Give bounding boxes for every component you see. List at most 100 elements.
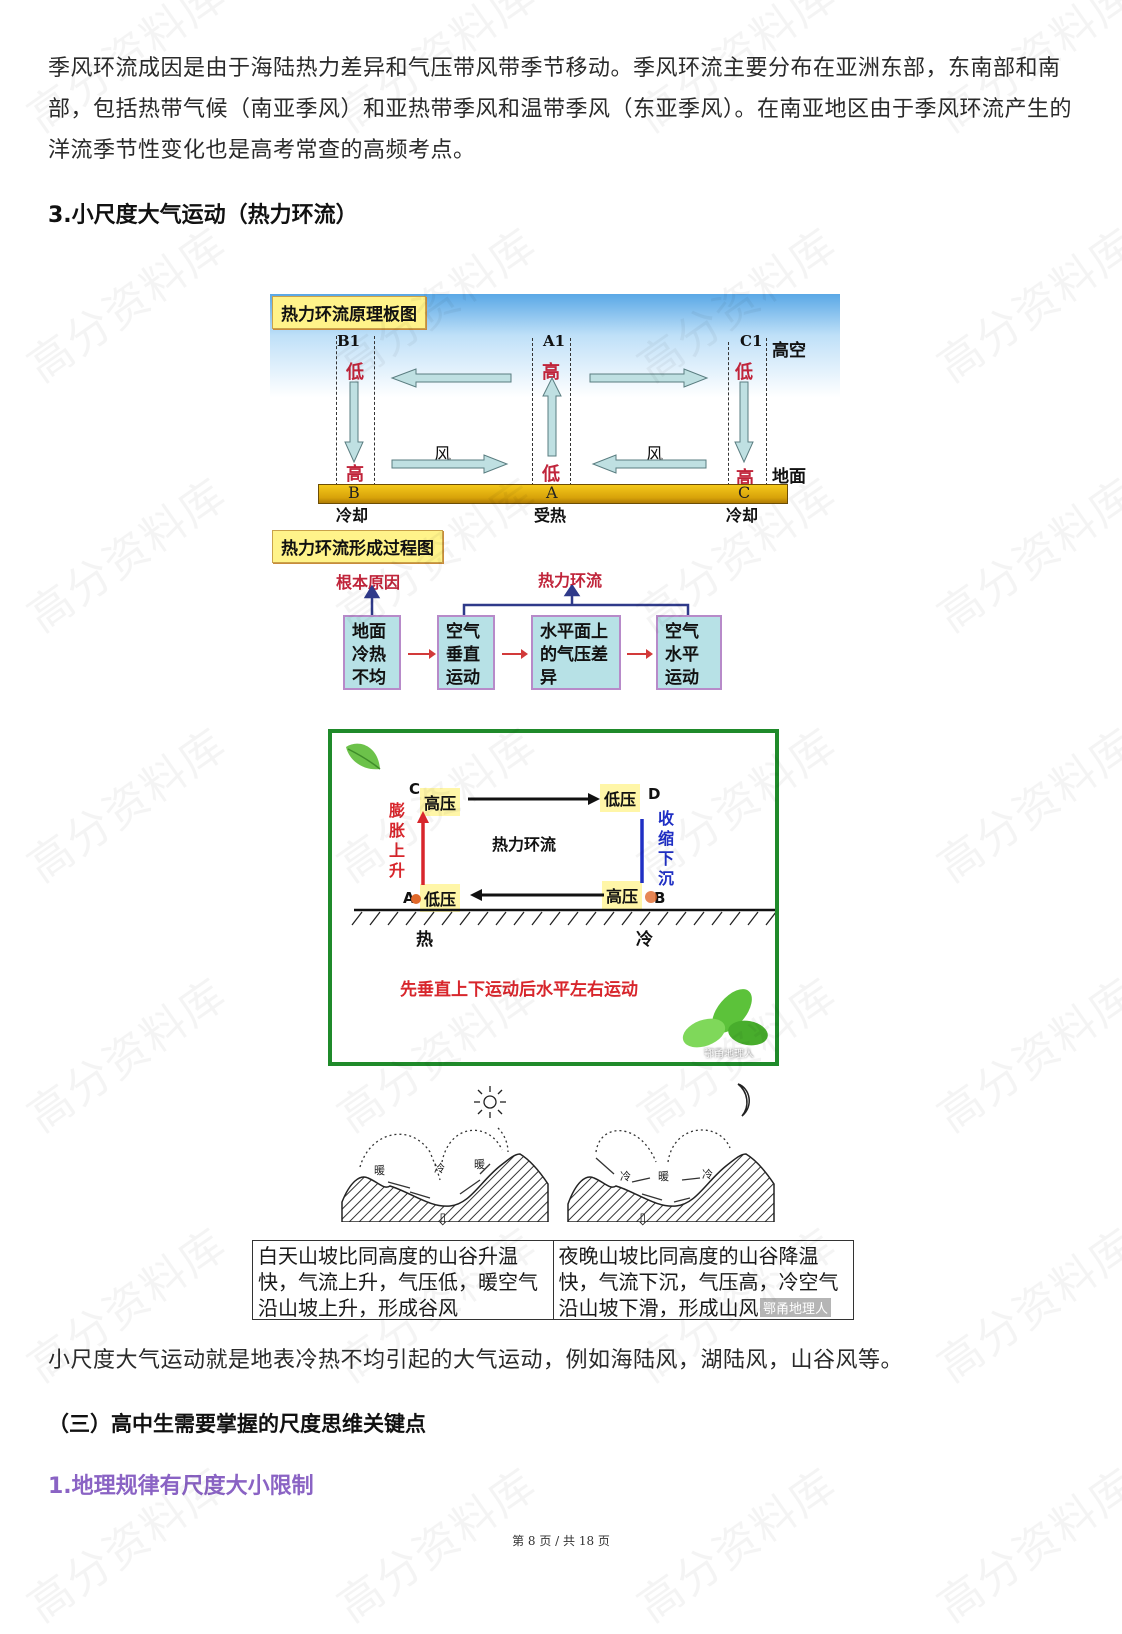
watermark: 高分资料库: [922, 960, 1122, 1144]
step-arrow: [502, 649, 528, 659]
pressure-c: 高: [736, 468, 754, 489]
credit-mark: 鄂甬地理人: [704, 1049, 754, 1060]
point-label-b1: B1: [337, 332, 361, 350]
moon-icon: [737, 1083, 750, 1117]
day-terrain: [341, 1153, 549, 1222]
cold-label: 冷: [636, 930, 653, 950]
ground-hatching: [351, 911, 775, 926]
step-box-vertical-motion: 空气垂直运动: [437, 615, 495, 690]
subheading-scale-limits: 1.地理规律有尺度大小限制: [48, 1474, 314, 1499]
point-c: C: [409, 780, 421, 798]
ground-label-c: C: [738, 483, 751, 502]
leaf-icon: [346, 743, 381, 770]
arrow-upper-right: [589, 368, 709, 388]
pressure-c-high: 高压: [420, 788, 461, 816]
arrow-lower-to-a-from-c: [591, 454, 707, 474]
ground-label-b: B: [348, 483, 360, 502]
column-guide: [728, 342, 729, 486]
state-b: 冷却: [336, 506, 369, 525]
day-warm-label-left: 暖: [374, 1164, 385, 1177]
section-heading-thermal-circulation: 3.小尺度大气运动（热力环流）: [48, 203, 358, 228]
mountain-valley-breeze-figure: 暖 冷 暖 冷 暖 冷: [341, 1083, 775, 1222]
root-cause-arrowhead: [363, 585, 381, 599]
night-warm-label: 暖: [658, 1170, 669, 1183]
point-d: D: [648, 785, 661, 803]
watermark: 高分资料库: [12, 710, 237, 894]
section-heading-key-points: （三）高中生需要掌握的尺度思维关键点: [48, 1412, 426, 1436]
expand-rise-label: 膨胀上升: [389, 801, 406, 880]
watermark: 高分资料库: [922, 710, 1122, 894]
point-b: B: [654, 889, 666, 907]
circulation-bracket: [462, 603, 690, 615]
circulation-center-label: 热力环流: [492, 835, 557, 854]
step-box-uneven-heating: 地面冷热不均: [343, 615, 401, 690]
arrow-up-a: [542, 376, 562, 457]
arrow-down-c: [734, 381, 754, 464]
high-altitude-label: 高空: [772, 341, 806, 361]
ground-label-a: A: [546, 483, 558, 502]
day-surface-arrows: [387, 1163, 491, 1199]
night-circulation-loops: [595, 1129, 731, 1163]
arrowhead-rise: [417, 811, 429, 823]
pressure-b-high: 高压: [602, 881, 643, 909]
step-box-pressure-difference: 水平面上的气压差异: [531, 615, 621, 690]
day-cold-label: 冷: [434, 1162, 445, 1175]
watermark: 高分资料库: [922, 460, 1122, 644]
point-label-c1: C1: [740, 332, 763, 350]
down-arrow-icon: ⇩: [436, 1210, 450, 1229]
watermark: 高分资料库: [922, 210, 1122, 394]
sun-icon: [474, 1086, 506, 1118]
arrow-down-b: [344, 381, 364, 464]
night-cold-label-left: 冷: [620, 1170, 631, 1183]
leaves-decoration: [682, 989, 768, 1048]
night-explanation-cell: 夜晚山坡比同高度的山谷降温快，气流下沉，气压高，冷空气沿山坡下滑，形成山风: [552, 1241, 854, 1319]
down-arrow-icon: ⇩: [636, 1210, 650, 1229]
ground-surface: [318, 484, 788, 504]
page-footer: 第 8 页 / 共 18 页: [512, 1534, 610, 1548]
point-a: A: [403, 889, 415, 907]
state-a: 受热: [534, 506, 567, 525]
step-arrow: [627, 649, 653, 659]
pressure-a1: 高: [542, 362, 560, 383]
day-explanation-cell: 白天山坡比同高度的山谷升温快，气流上升，气压低，暖空气沿山坡上升，形成谷风: [258, 1244, 538, 1319]
pressure-a: 低: [542, 464, 560, 485]
watermark: 高分资料库: [12, 960, 237, 1144]
contract-sink-label: 收缩下沉: [658, 809, 675, 888]
process-figure-title: 热力环流形成过程图: [272, 530, 443, 563]
day-warm-label-right: 暖: [474, 1158, 485, 1171]
night-terrain: [567, 1153, 775, 1222]
state-c: 冷却: [726, 506, 759, 525]
point-label-a1: A1: [543, 332, 566, 350]
flow-arrows: [344, 368, 754, 474]
arrow-upper-left: [390, 368, 512, 388]
pressure-c1: 低: [735, 362, 753, 383]
thermal-circulation-loop-figure: C 高压 低压 D A 低压 高压 B 膨胀上升 收缩下沉 热力环流: [328, 729, 779, 1066]
circulation-arrowhead: [563, 585, 581, 597]
figure-title: 热力环流原理板图: [272, 296, 426, 329]
day-circulation-loops: [359, 1127, 509, 1181]
arrow-lower-to-a: [391, 454, 509, 474]
night-surface-arrows: [595, 1157, 701, 1203]
step-arrow: [408, 649, 436, 659]
pressure-a-low: 低压: [420, 884, 461, 912]
circulation-label: 热力环流: [538, 571, 603, 590]
pressure-d-low: 低压: [600, 784, 641, 812]
pressure-b: 高: [346, 464, 364, 485]
hot-label: 热: [416, 930, 433, 950]
step-box-horizontal-motion: 空气水平运动: [656, 615, 722, 690]
column-guide: [336, 336, 337, 486]
ground-level-label: 地面: [772, 467, 806, 487]
circulation-arrows: [351, 793, 775, 1048]
monsoon-paragraph: 季风环流成因是由于海陆热力差异和气压带风带季节移动。季风环流主要分布在亚洲东部，…: [48, 56, 1073, 163]
column-guide: [766, 338, 767, 486]
process-connectors: [363, 585, 690, 615]
watermark: 高分资料库: [12, 210, 237, 394]
root-cause-label: 根本原因: [336, 573, 401, 592]
column-guide: [374, 336, 375, 486]
thermal-circulation-principle-figure: 热力环流原理板图 B1 A1 C1 低 高 低 高 低 高 高空 地面 风 风: [270, 294, 840, 525]
arrowhead-b-to-a: [470, 889, 482, 901]
watermark: 高分资料库: [12, 460, 237, 644]
arrowhead-c-to-d: [588, 793, 600, 805]
cold-point-marker: [645, 891, 657, 903]
hot-point-marker: [411, 894, 421, 904]
